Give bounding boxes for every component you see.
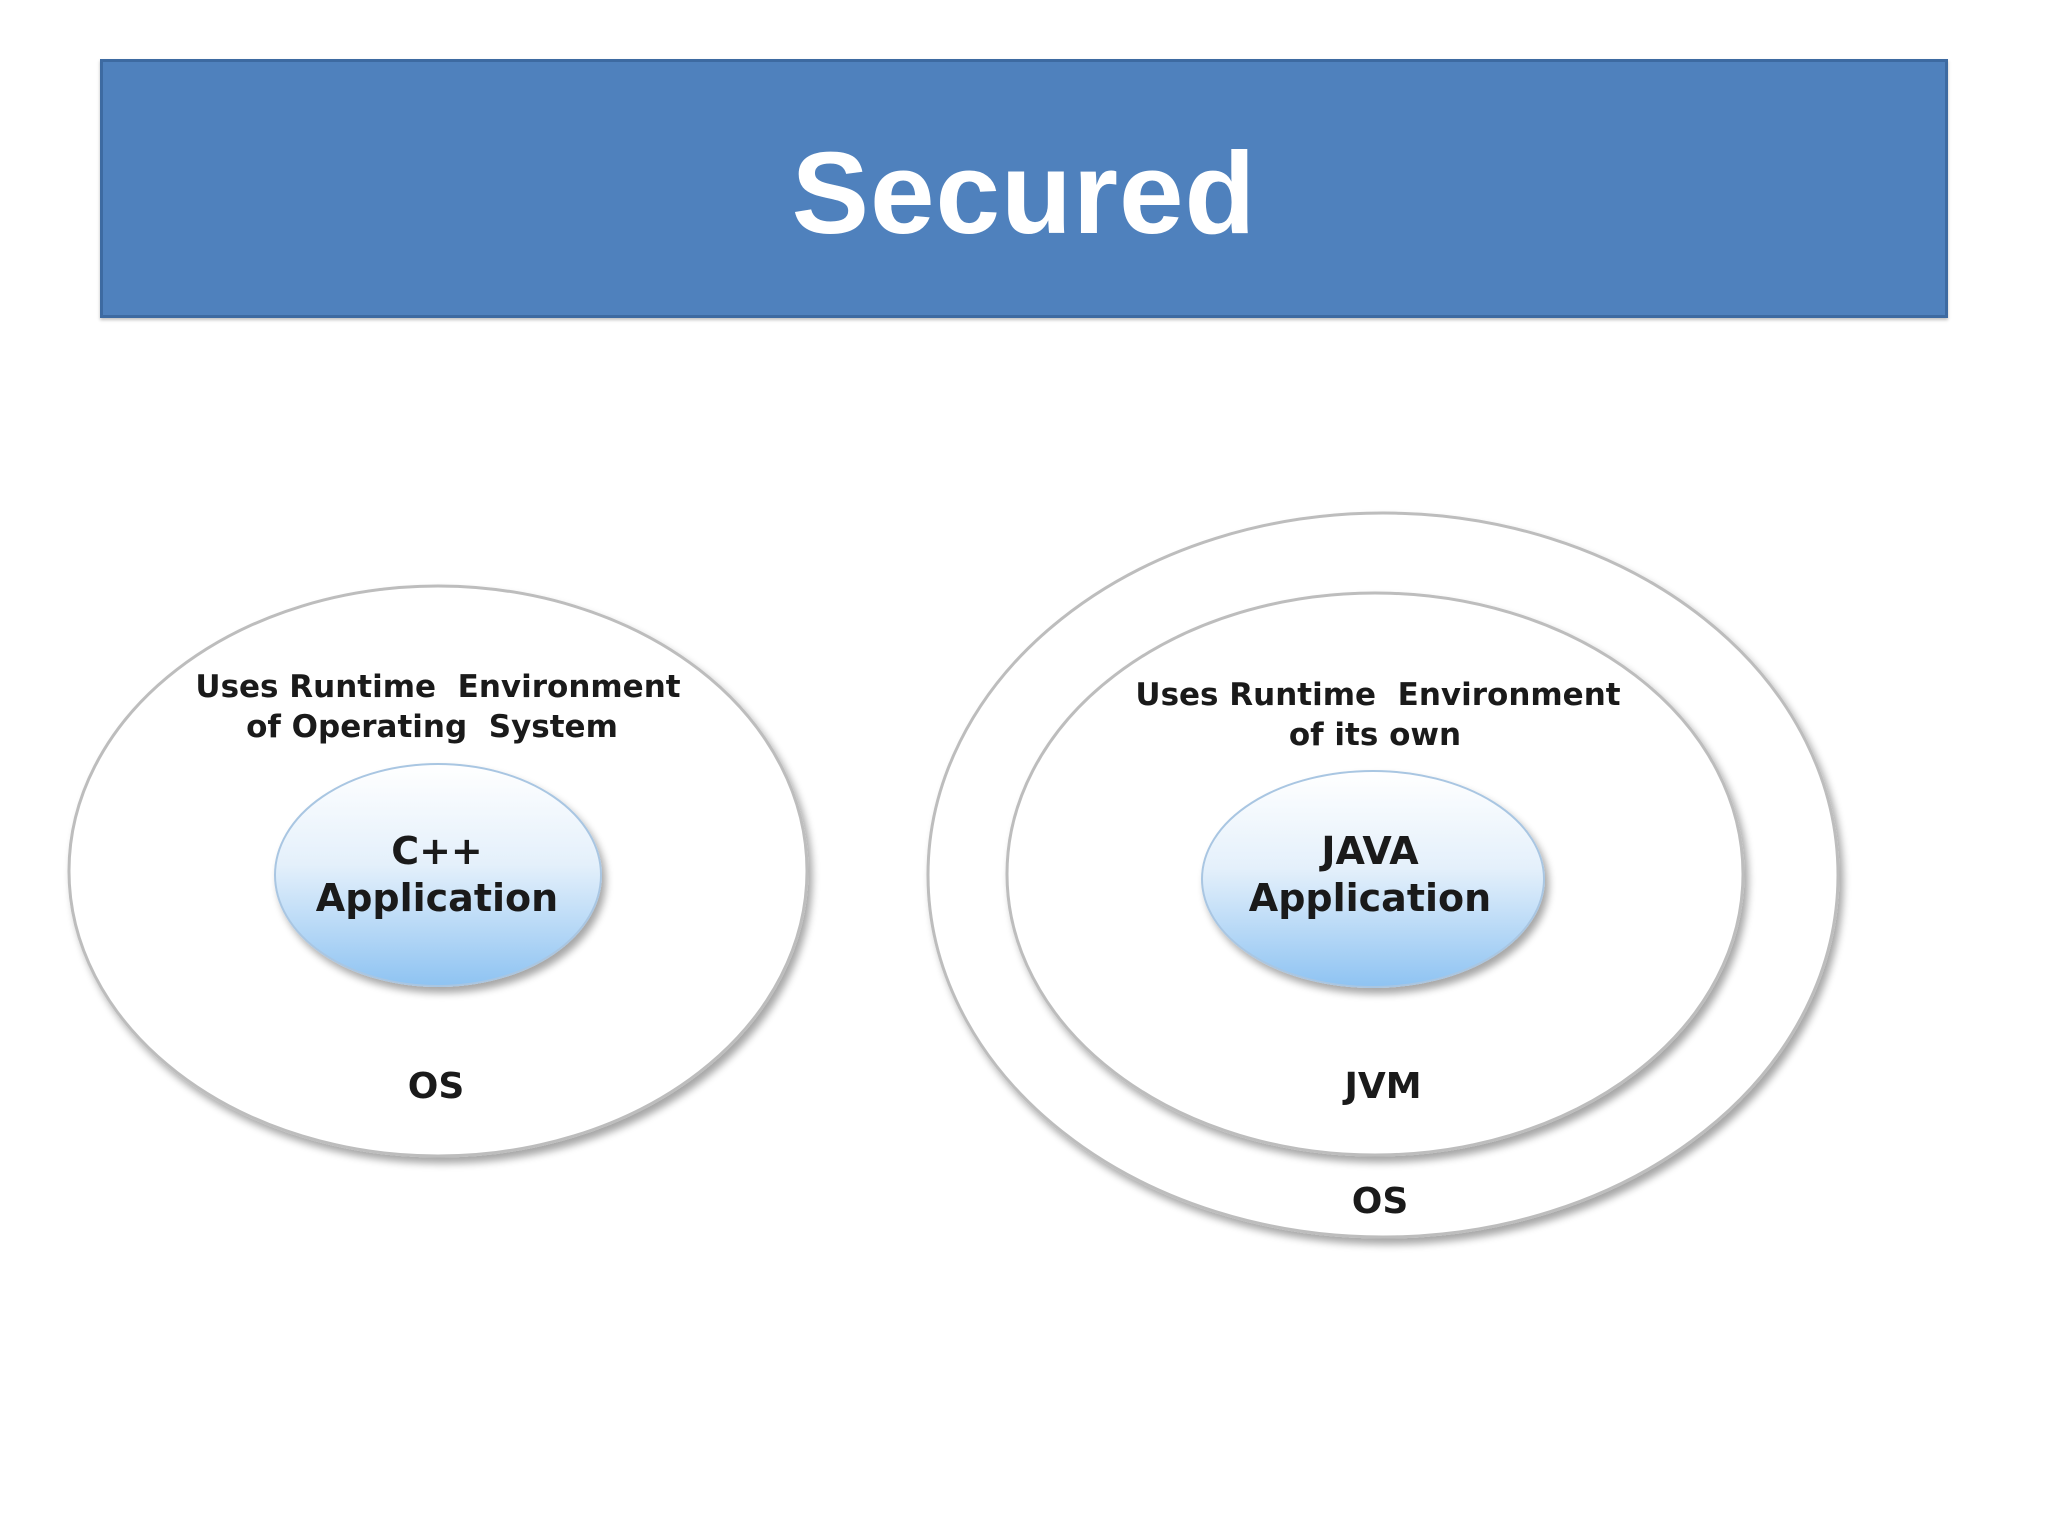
left-caption-line1: Uses Runtime Environment [195, 669, 680, 705]
cpp-app-line2: Application [316, 876, 558, 920]
right-caption-line1: Uses Runtime Environment [1135, 677, 1620, 713]
left-os-label: OS [408, 1066, 465, 1107]
slide-title: Secured [791, 127, 1257, 258]
cpp-app-line1: C++ [391, 829, 483, 873]
java-app-line2: Application [1249, 876, 1491, 920]
right-os-label: OS [1352, 1181, 1409, 1222]
java-app-line1: JAVA [1318, 829, 1419, 873]
right-caption-line2: of its own [1289, 717, 1461, 753]
title-banner: Secured [100, 59, 1948, 318]
java-application-bubble [1201, 770, 1545, 988]
cpp-application-bubble [274, 763, 602, 987]
jvm-label: JVM [1341, 1066, 1421, 1107]
left-caption-line2: of Operating System [246, 709, 618, 745]
left-cpp-diagram: Uses Runtime Environment of Operating Sy… [67, 584, 809, 1158]
right-java-diagram: Uses Runtime Environment of its own JAVA… [926, 511, 1840, 1239]
